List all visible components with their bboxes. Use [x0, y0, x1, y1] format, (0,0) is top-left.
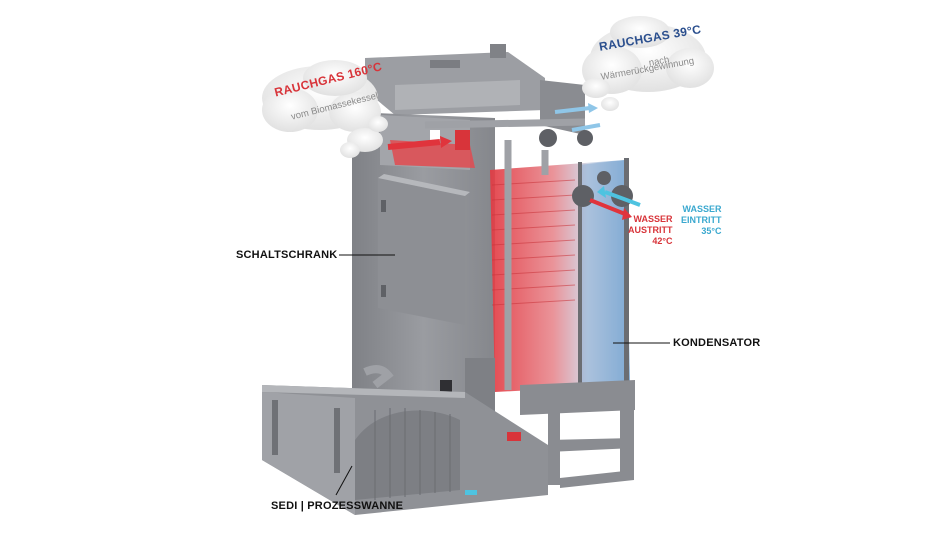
- label-schaltschrank: SCHALTSCHRANK: [236, 249, 338, 261]
- water-outlet-label: WASSER AUSTRITT 42°C: [628, 214, 673, 247]
- water-inlet-temp: 35°C: [701, 226, 722, 236]
- support-frame: [548, 400, 634, 488]
- label-sedi-prozesswanne: SEDI | PROZESSWANNE: [271, 500, 404, 512]
- water-outlet-temp: 42°C: [652, 236, 673, 246]
- cloud-hot: [262, 60, 388, 158]
- water-inlet-line1: WASSER: [682, 204, 722, 214]
- cloud-cool: [582, 16, 714, 111]
- leader-lines: [335, 254, 670, 496]
- water-outlet-line2: AUSTRITT: [628, 225, 673, 235]
- label-kondensator: KONDENSATOR: [673, 337, 761, 349]
- water-inlet-line2: EINTRITT: [681, 215, 722, 225]
- piping: [424, 118, 586, 390]
- process-tank: [262, 365, 548, 515]
- water-outlet-line1: WASSER: [633, 214, 673, 224]
- water-inlet-label: WASSER EINTRITT 35°C: [681, 204, 722, 237]
- top-hood: [365, 44, 585, 135]
- flow-arrows: [387, 103, 641, 220]
- control-cabinet: [378, 174, 470, 325]
